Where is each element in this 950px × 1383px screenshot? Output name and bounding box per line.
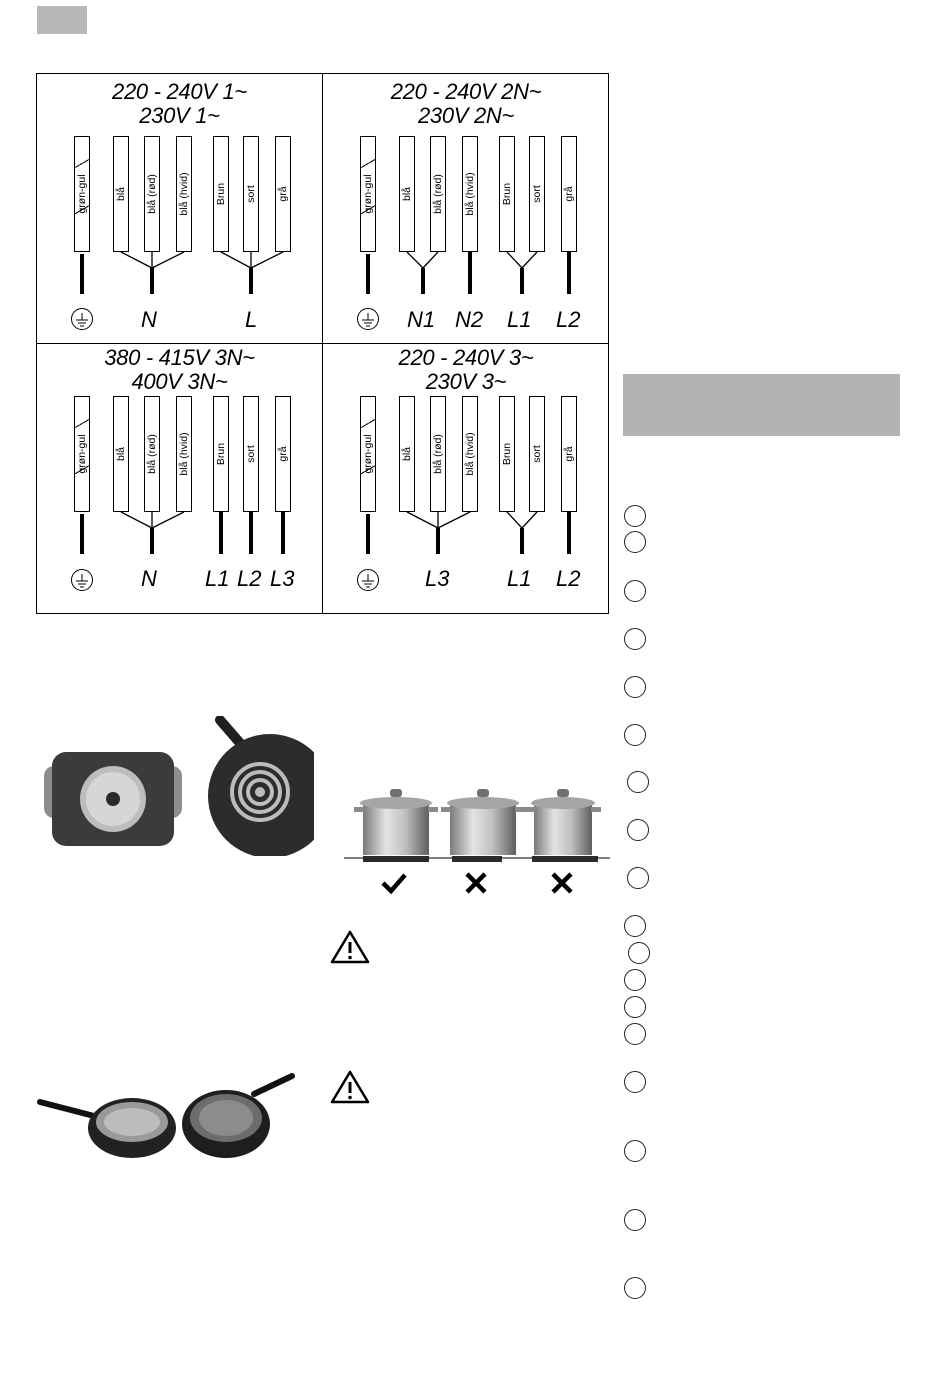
wire-connections xyxy=(366,251,571,294)
wire-grey: grå xyxy=(561,136,577,252)
wire-blue: blå xyxy=(113,396,129,512)
diagram-title-line1: 220 - 240V 2N~ xyxy=(390,79,542,104)
list-marker-circle xyxy=(624,996,646,1018)
warning-triangle-icon xyxy=(329,1069,371,1110)
diagram-title-line2: 230V 3~ xyxy=(425,369,507,394)
list-marker-circle xyxy=(624,1140,646,1162)
wire-connections xyxy=(80,251,284,294)
wire-grey: grå xyxy=(561,396,577,512)
cross-mark-icon xyxy=(550,872,574,899)
wire-connections xyxy=(366,511,571,554)
terminal-label: N xyxy=(141,566,157,591)
list-marker-circle xyxy=(624,1277,646,1299)
terminal-label: N xyxy=(141,307,157,332)
wire-earth: grøn-gul xyxy=(74,396,90,512)
ground-symbol-icon xyxy=(71,308,93,330)
warning-triangle-icon xyxy=(329,929,371,970)
list-marker-circle xyxy=(627,867,649,889)
list-marker-circle xyxy=(627,819,649,841)
cross-mark-icon xyxy=(464,872,488,899)
diagram-title-line2: 230V 1~ xyxy=(139,103,220,128)
wire-grey: grå xyxy=(275,396,291,512)
wire-blue-red: blå (rød) xyxy=(430,396,446,512)
wire-blue-red: blå (rød) xyxy=(144,136,160,252)
list-marker-circle xyxy=(624,1209,646,1231)
wire-blue: blå xyxy=(399,136,415,252)
terminal-label: N2 xyxy=(455,307,484,332)
diagram-title-line1: 380 - 415V 3N~ xyxy=(104,345,255,370)
wire-blue-red: blå (rød) xyxy=(144,396,160,512)
terminal-label: L3 xyxy=(270,566,295,591)
terminal-label: L3 xyxy=(425,566,450,591)
wire-grey: grå xyxy=(275,136,291,252)
wire-earth: grøn-gul xyxy=(74,136,90,252)
diagram-3phase: 220 - 240V 3~ 230V 3~ grøn-gul blå blå (… xyxy=(323,344,609,614)
wire-blue-red: blå (rød) xyxy=(430,136,446,252)
list-marker-circle xyxy=(624,724,646,746)
wire-black: sort xyxy=(243,136,259,252)
ground-symbol-icon xyxy=(357,308,379,330)
list-marker-circle xyxy=(624,676,646,698)
terminal-label: L xyxy=(245,307,258,332)
check-mark-icon xyxy=(380,872,408,899)
wire-black: sort xyxy=(529,396,545,512)
wire-brown: Brun xyxy=(499,136,515,252)
list-marker-circle xyxy=(624,915,646,937)
wire-blue-white: blå (hvid) xyxy=(462,136,478,252)
diagram-3phase-neutral: 380 - 415V 3N~ 400V 3N~ grøn-gul blå blå… xyxy=(37,344,323,614)
wire-black: sort xyxy=(529,136,545,252)
wire-brown: Brun xyxy=(213,396,229,512)
terminal-label: L1 xyxy=(205,566,230,591)
terminal-label: L1 xyxy=(507,307,532,332)
wiring-diagrams: 220 - 240V 1~ 230V 1~ grøn-gul blå blå (… xyxy=(36,73,609,614)
list-marker-circle xyxy=(624,969,646,991)
diagram-title-line2: 400V 3N~ xyxy=(131,369,228,394)
wire-blue-white: blå (hvid) xyxy=(176,396,192,512)
list-marker-circle xyxy=(624,505,646,527)
list-marker-circle xyxy=(624,1023,646,1045)
terminal-label: L2 xyxy=(237,566,262,591)
wire-black: sort xyxy=(243,396,259,512)
induction-pan-photo xyxy=(208,716,314,856)
diagram-2phase: 220 - 240V 2N~ 230V 2N~ grøn-gul blå blå… xyxy=(323,74,609,344)
wire-blue: blå xyxy=(113,136,129,252)
wire-blue-white: blå (hvid) xyxy=(176,136,192,252)
wire-brown: Brun xyxy=(213,136,229,252)
wire-blue: blå xyxy=(399,396,415,512)
diagram-title-line1: 220 - 240V 1~ xyxy=(112,79,247,104)
list-marker-circle xyxy=(624,531,646,553)
diagram-title-line2: 230V 2N~ xyxy=(417,103,515,128)
diagram-title-line1: 220 - 240V 3~ xyxy=(398,345,534,370)
wire-blue-white: blå (hvid) xyxy=(462,396,478,512)
terminal-label: L1 xyxy=(507,566,532,591)
wire-earth: grøn-gul xyxy=(360,396,376,512)
list-marker-circle xyxy=(627,771,649,793)
terminal-label: N1 xyxy=(407,307,436,332)
list-marker-circle xyxy=(624,628,646,650)
list-marker-circle xyxy=(624,580,646,602)
wire-connections xyxy=(80,511,285,554)
list-marker-circle xyxy=(628,942,650,964)
ground-symbol-icon xyxy=(357,569,379,591)
list-marker-circle xyxy=(624,1071,646,1093)
wire-earth: grøn-gul xyxy=(360,136,376,252)
griddle-pan-photo xyxy=(38,748,188,848)
section-header-box xyxy=(623,374,900,436)
wire-brown: Brun xyxy=(499,396,515,512)
ground-symbol-icon xyxy=(71,569,93,591)
header-tab xyxy=(37,6,87,34)
diagram-1phase: 220 - 240V 1~ 230V 1~ grøn-gul blå blå (… xyxy=(37,74,323,344)
pot-size-illustration xyxy=(344,783,610,898)
terminal-label: L2 xyxy=(556,307,581,332)
frying-pans-photo xyxy=(36,1072,296,1160)
terminal-label: L2 xyxy=(556,566,581,591)
